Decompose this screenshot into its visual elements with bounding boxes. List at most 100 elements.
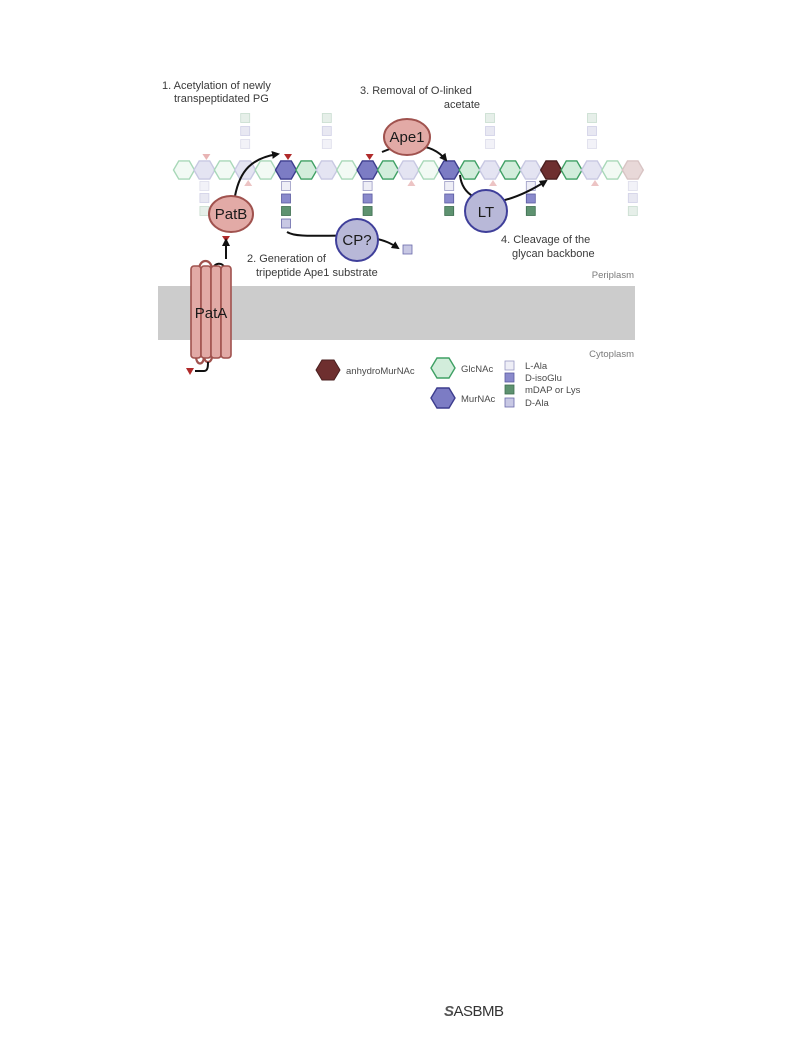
peptide-square [627, 206, 638, 216]
peptide-square [321, 113, 332, 123]
lt-label: LT [478, 204, 494, 221]
legend-mdap-square [504, 384, 515, 395]
o-acetyl-marker [284, 154, 292, 160]
step4-line2: glycan backbone [512, 248, 595, 260]
asbmb-logo: SASBMB [444, 1003, 504, 1020]
legend-disoglu-square [504, 372, 515, 383]
peptide-square [587, 139, 597, 149]
cytoplasmic-acetyl-path [195, 361, 209, 372]
legend: anhydroMurNAc GlcNAc MurNAc L-Ala D-isoG… [315, 357, 581, 409]
patb-enzyme: PatB [208, 195, 254, 233]
legend-anhydromurnac-label: anhydroMurNAc [346, 366, 415, 377]
peptide-square [362, 193, 373, 204]
glcnac-hexagon [295, 160, 318, 180]
glcnac-hexagon [376, 160, 400, 180]
murnac-hexagon [519, 160, 543, 180]
step3-line2: acetate [444, 99, 480, 111]
step4-line1: 4. Cleavage of the [501, 234, 590, 246]
peptide-square [281, 181, 291, 191]
peptide-square [525, 193, 536, 204]
glycan-strand [172, 160, 645, 180]
peptide-square [444, 206, 455, 216]
legend-disoglu-label: D-isoGlu [525, 373, 562, 384]
peptide-square [485, 139, 495, 149]
asbmb-logo-text: ASBMB [453, 1003, 505, 1020]
lt-enzyme: LT [464, 189, 508, 233]
patb-label: PatB [215, 206, 248, 223]
periplasm-label: Periplasm [592, 270, 634, 281]
murnac-hexagon [274, 160, 298, 180]
legend-mdap-label: mDAP or Lys [525, 385, 581, 396]
peptide-square [199, 206, 210, 216]
glcnac-hexagon [601, 160, 624, 180]
stem-peptides [199, 113, 638, 229]
peptide-square [485, 113, 495, 123]
asbmb-logo-mark: S [444, 1003, 454, 1020]
peptide-square [240, 139, 251, 149]
peptide-square [525, 206, 536, 216]
peptide-square [321, 139, 332, 149]
peptide-square [627, 193, 638, 203]
inner-membrane [158, 286, 635, 340]
peptide-square [281, 206, 291, 216]
o-acetyl-marker [591, 180, 599, 186]
peptide-square [362, 181, 373, 191]
peptide-square [587, 126, 597, 136]
cp-label: CP? [342, 232, 371, 249]
peptide-square [362, 206, 373, 216]
glcnac-hexagon [335, 160, 359, 180]
murnac-hexagon [397, 160, 420, 180]
murnac-hexagon [580, 160, 604, 180]
legend-dala-square [504, 397, 515, 408]
peptide-square [627, 181, 638, 191]
murnac-hexagon [437, 160, 461, 180]
glcnac-hexagon [458, 160, 481, 180]
glcnac-hexagon [172, 160, 196, 180]
cp-enzyme: CP? [335, 218, 379, 262]
murnac-hexagon [478, 160, 502, 180]
o-acetyl-marker [244, 180, 253, 186]
murnac-hexagon [621, 160, 645, 180]
step1-line2: transpeptidated PG [174, 93, 269, 105]
o-acetyl-markers [202, 154, 599, 242]
released-dala-square [402, 244, 413, 255]
glcnac-hexagon [499, 160, 522, 180]
pata-label: PatA [195, 305, 228, 322]
step3-line1: 3. Removal of O-linked [360, 85, 472, 97]
pata-protein: PatA [186, 259, 232, 375]
peptide-square [240, 126, 251, 136]
murnac-hexagon [193, 160, 216, 180]
step1-line1: 1. Acetylation of newly [162, 80, 271, 92]
legend-glcnac-label: GlcNAc [461, 364, 493, 375]
cytoplasmic-acetyl-marker [186, 368, 194, 375]
glcnac-hexagon [213, 160, 237, 180]
anhydromurnac-hexagon [539, 160, 563, 180]
glcnac-hexagon [254, 160, 277, 180]
legend-lala-square [504, 360, 515, 371]
legend-murnac-label: MurNAc [461, 394, 496, 405]
peptide-square [444, 181, 455, 191]
o-acetyl-marker [365, 154, 374, 160]
legend-murnac-hexagon [430, 387, 456, 409]
peptide-square [485, 126, 495, 136]
ape1-label: Ape1 [389, 129, 424, 146]
cytoplasm-label: Cytoplasm [589, 349, 634, 360]
murnac-hexagon [315, 160, 339, 180]
peptide-square [587, 113, 597, 123]
o-acetyl-marker [407, 180, 416, 186]
peptide-square [281, 193, 291, 204]
legend-lala-label: L-Ala [525, 361, 548, 372]
step2-line2: tripeptide Ape1 substrate [256, 267, 378, 279]
step2-line1: 2. Generation of [247, 253, 327, 265]
ape1-enzyme: Ape1 [383, 118, 431, 156]
glcnac-hexagon [560, 160, 583, 180]
patb-to-strand-arrow [234, 150, 280, 197]
legend-glcnac-hexagon [430, 357, 456, 379]
peptide-square [199, 181, 210, 191]
peptide-square [444, 193, 455, 204]
peptide-square [199, 193, 210, 203]
peptide-square [281, 218, 291, 229]
murnac-hexagon [356, 160, 379, 180]
o-acetyl-marker [202, 154, 211, 160]
